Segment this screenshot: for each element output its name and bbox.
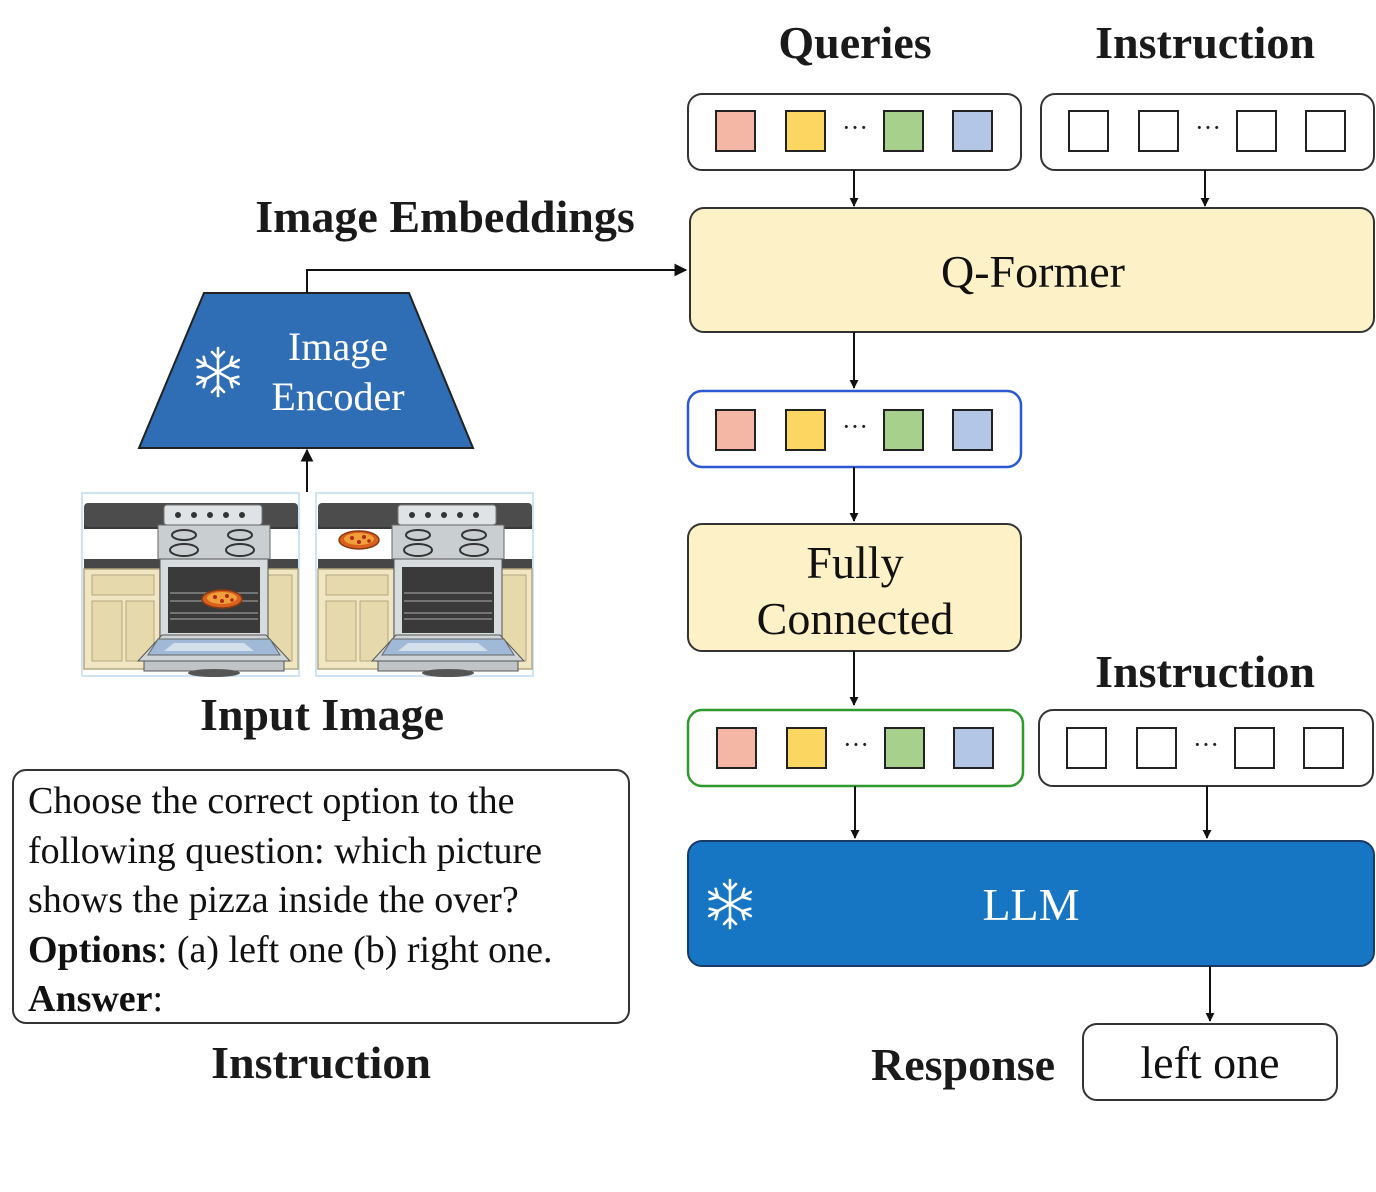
qformer-output-tokens: ···: [686, 389, 1023, 469]
prompt-options-line: Options: (a) left one (b) right one.: [28, 926, 614, 976]
ellipsis: ···: [842, 412, 868, 441]
llm-label: LLM: [982, 879, 1079, 930]
encoder-label-line1: Image: [288, 324, 388, 369]
query-token-yellow: [785, 110, 826, 152]
ellipsis: ···: [1195, 113, 1221, 142]
instruction-tokens-mid: ···: [1038, 709, 1374, 787]
prompt-line: Choose the correct option to the: [28, 780, 515, 822]
oven-pizza-top-image: [315, 492, 534, 678]
fully-connected-module: Fully Connected: [687, 523, 1022, 652]
fc-label-line1: Fully: [806, 537, 903, 588]
image-encoder-module: Image Encoder: [137, 292, 475, 449]
instruction-tokens-top: ···: [1040, 93, 1375, 171]
instruction-prompt-box: Choose the correct option to the followi…: [12, 769, 630, 1024]
query-token-red: [715, 110, 756, 152]
instruction-top-label: Instruction: [1095, 17, 1315, 68]
arrow-encoder-to-qformer: [306, 263, 688, 293]
instruction-mid-label: Instruction: [1095, 646, 1315, 697]
prompt-line: following question: which picture: [28, 829, 542, 872]
options-text: : (a) left one (b) right one.: [156, 928, 553, 971]
ellipsis: ···: [842, 113, 868, 142]
prompt-line: shows the pizza inside the over?: [28, 879, 519, 921]
input-image-label: Input Image: [200, 689, 444, 740]
query-token-green: [883, 110, 924, 152]
projected-tokens: ···: [686, 708, 1025, 788]
qformer-label: Q-Former: [941, 246, 1125, 297]
encoder-label-line2: Encoder: [271, 374, 404, 419]
oven-pizza-inside-image: [81, 492, 300, 678]
fc-label-line2: Connected: [757, 593, 954, 644]
qformer-module: Q-Former: [689, 207, 1375, 333]
input-images-group: [81, 492, 534, 678]
queries-label: Queries: [778, 17, 931, 68]
answer-label: Answer: [28, 978, 153, 1020]
llm-module: LLM: [687, 840, 1375, 967]
response-value: left one: [1140, 1037, 1279, 1088]
query-tokens-group: ···: [687, 93, 1022, 171]
image-embeddings-label: Image Embeddings: [255, 191, 635, 242]
answer-text: :: [152, 978, 164, 1020]
options-label: Options: [28, 928, 157, 971]
prompt-answer-line: Answer:: [28, 975, 614, 1025]
ellipsis: ···: [843, 730, 869, 759]
instruction-bottom-label: Instruction: [211, 1037, 431, 1088]
query-token-blue: [952, 110, 993, 152]
response-box: left one: [1082, 1023, 1338, 1101]
response-label: Response: [871, 1039, 1055, 1090]
ellipsis: ···: [1193, 730, 1219, 759]
